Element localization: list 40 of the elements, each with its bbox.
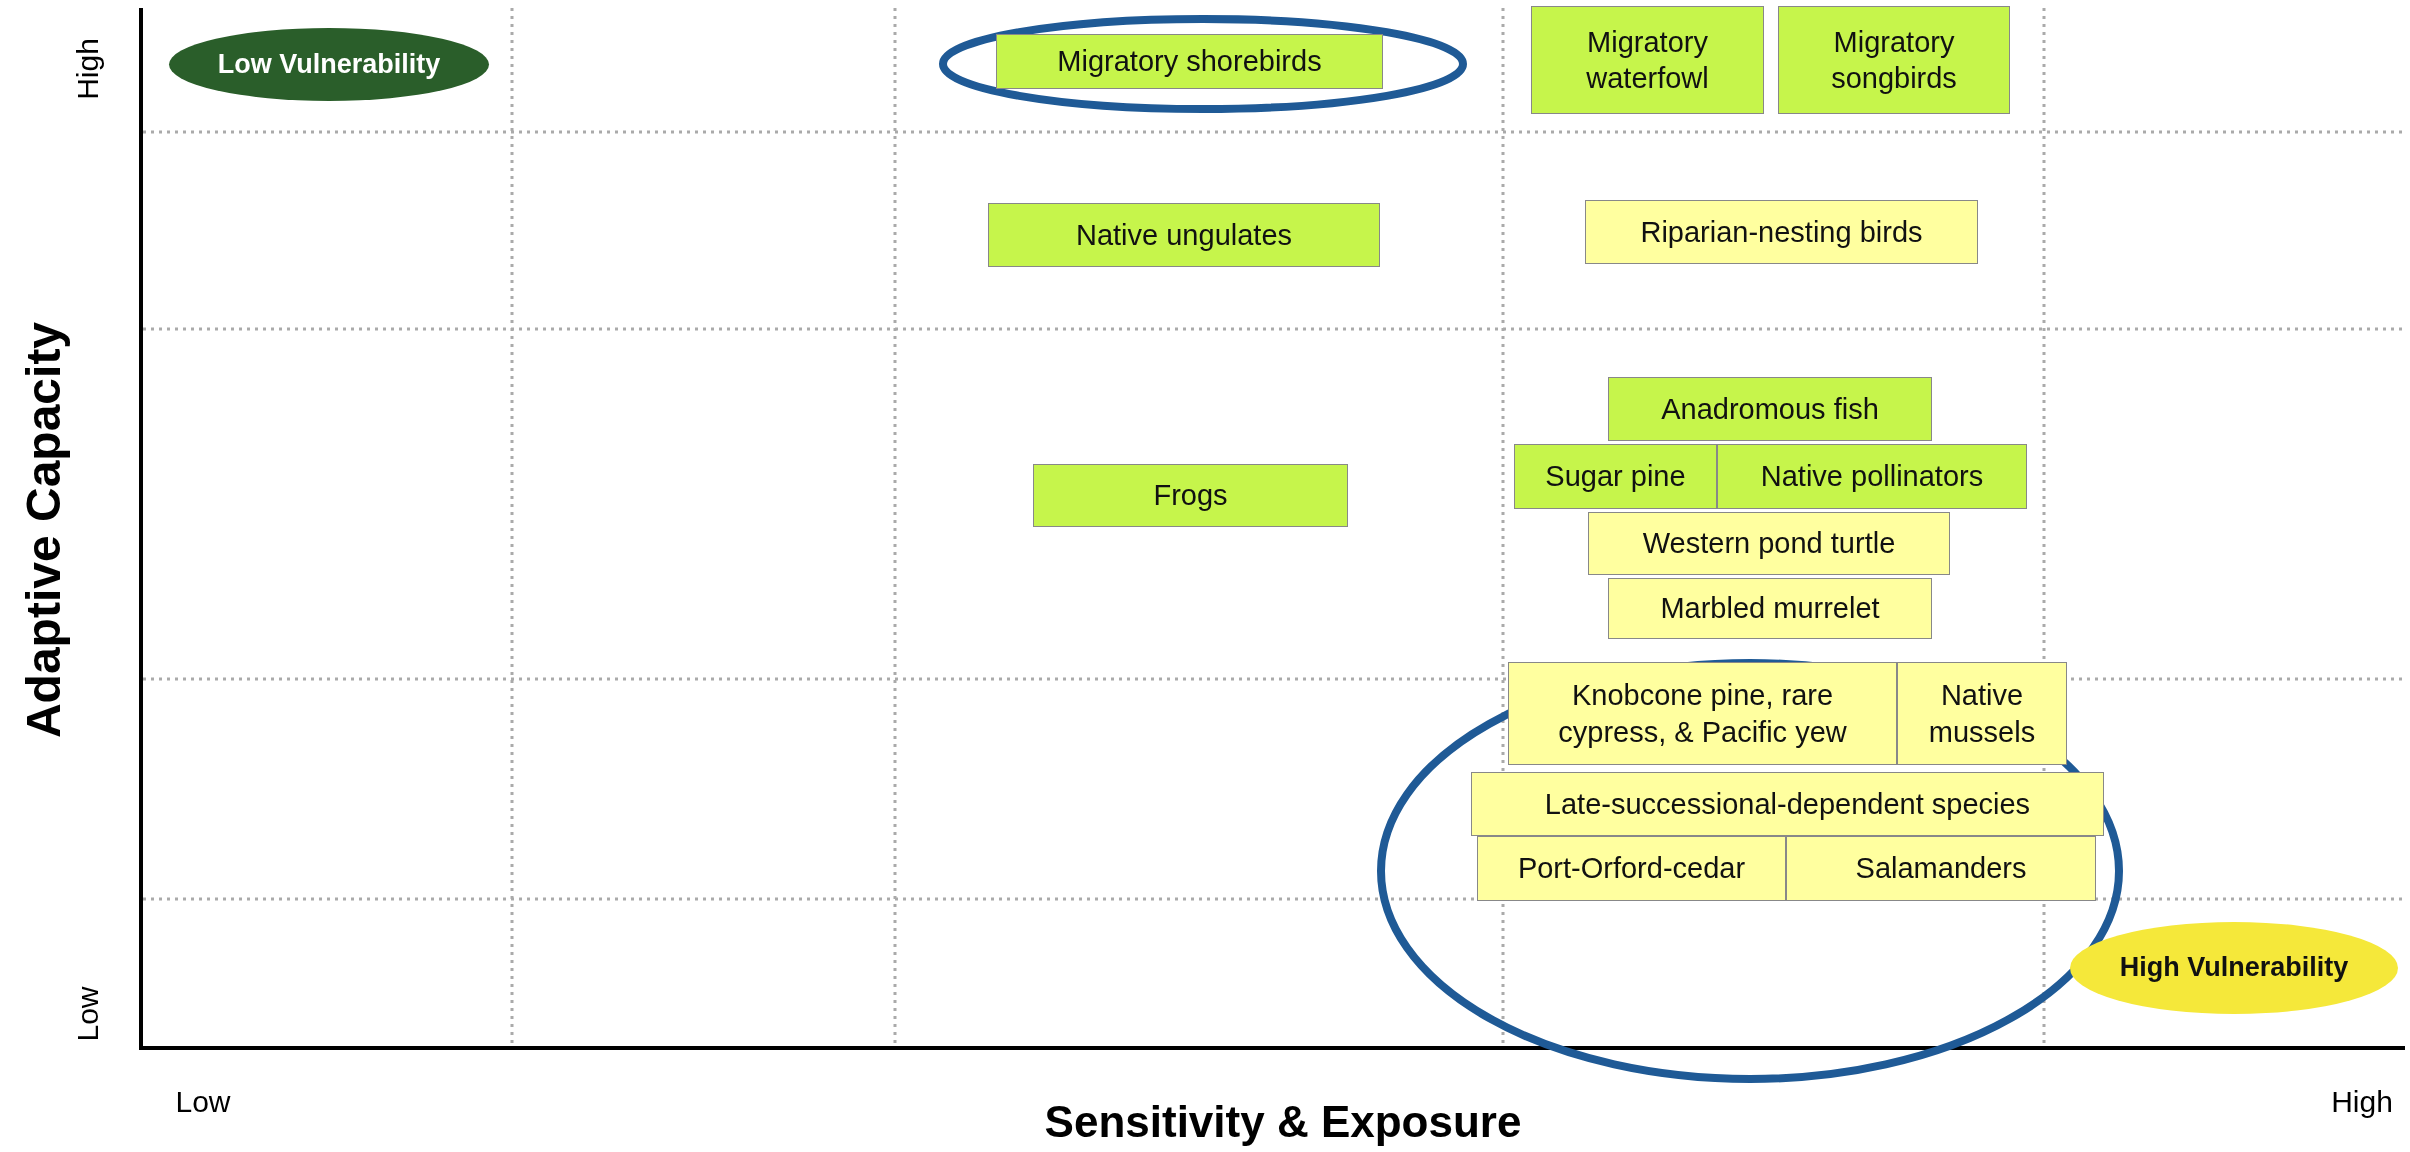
category-label: High Vulnerability — [2119, 951, 2349, 985]
category-label: Low Vulnerability — [217, 47, 441, 81]
category-label: Knobcone pine, rare cypress, & Pacific yew — [1557, 678, 1848, 750]
category-label: Marbled murrelet — [1660, 591, 1880, 627]
axis-tick-label: Low — [71, 986, 105, 1042]
category-label: Western pond turtle — [1642, 526, 1896, 562]
category-label: Sugar pine — [1545, 459, 1686, 495]
category-box — [1531, 6, 1764, 114]
category-label: Native ungulates — [1076, 217, 1292, 253]
category-box — [1585, 200, 1978, 264]
category-box — [1717, 444, 2027, 509]
category-label: Migratory waterfowl — [1585, 24, 1710, 96]
category-box — [1033, 464, 1348, 527]
category-label: Migratory shorebirds — [1057, 44, 1322, 80]
category-box — [1778, 6, 2010, 114]
category-label: Riparian-nesting birds — [1640, 214, 1923, 250]
category-box — [1608, 377, 1932, 441]
category-label: Port-Orford-cedar — [1517, 851, 1746, 887]
category-box — [988, 203, 1380, 267]
category-box — [996, 34, 1383, 89]
category-box — [1508, 662, 1897, 765]
axis-tick-label: High — [2331, 1085, 2393, 1119]
category-box — [1786, 836, 2096, 901]
axis-tick-label: High — [71, 38, 105, 100]
category-label: Frogs — [1153, 478, 1228, 514]
category-box — [1897, 662, 2067, 765]
category-box — [1608, 578, 1932, 639]
category-label: Salamanders — [1855, 851, 2027, 887]
category-box — [1477, 836, 1786, 901]
axis-tick-label: Low — [175, 1085, 231, 1119]
category-label: Native mussels — [1927, 678, 2037, 750]
category-label: Native pollinators — [1760, 459, 1984, 495]
category-label: Late-successional-dependent species — [1544, 786, 2031, 822]
category-label: Migratory songbirds — [1830, 24, 1958, 96]
axis-title: Adaptive Capacity — [15, 321, 71, 739]
category-box — [1471, 772, 2104, 836]
category-box — [1588, 512, 1950, 575]
axis-title: Sensitivity & Exposure — [1044, 1097, 1522, 1147]
category-label: Anadromous fish — [1661, 391, 1879, 427]
category-box — [1514, 444, 1717, 509]
